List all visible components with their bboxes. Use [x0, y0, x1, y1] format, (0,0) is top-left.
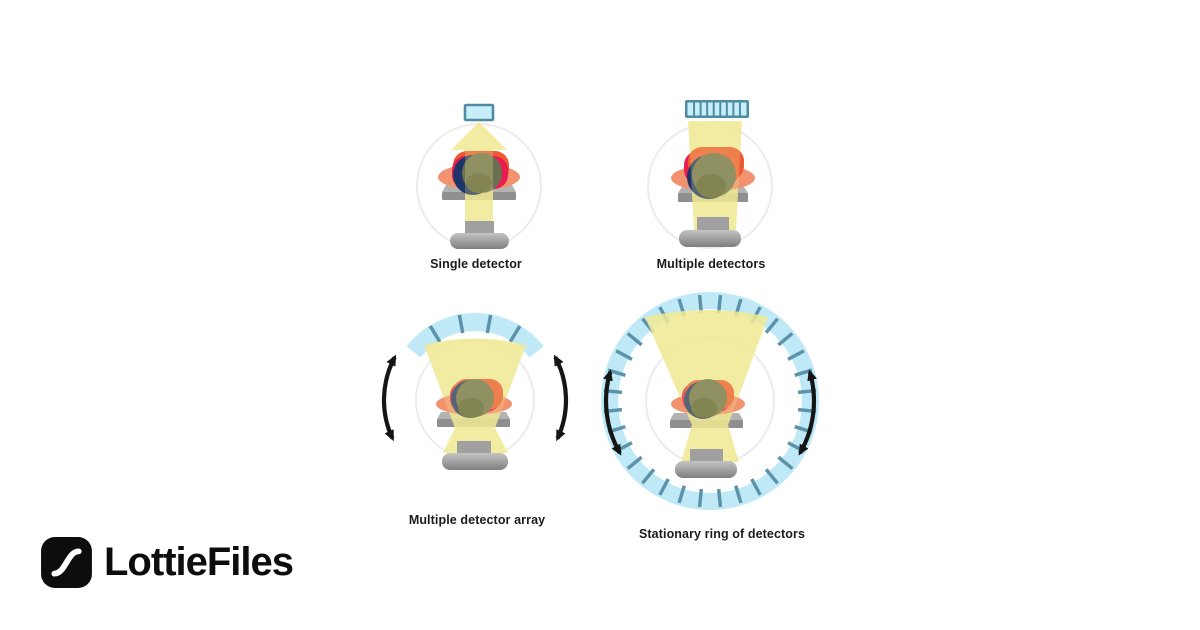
panel-caption-multiple-detector-array: Multiple detector array — [408, 513, 546, 527]
multiple-detectors-diagram — [647, 100, 773, 249]
x-ray-beam-tint — [424, 338, 526, 453]
x-ray-beam-tint — [688, 121, 742, 230]
panel-caption-stationary-ring: Stationary ring of detectors — [638, 527, 806, 541]
x-ray-tube — [442, 441, 508, 470]
single-detector-diagram — [416, 103, 542, 249]
patient — [671, 379, 745, 419]
x-ray-tube — [450, 221, 509, 249]
patient — [438, 151, 520, 195]
lottiefiles-logo: LottieFiles — [40, 536, 294, 589]
x-ray-beam-tint — [451, 122, 507, 221]
single-detector — [463, 103, 495, 122]
detector-arc-dividers — [428, 314, 522, 343]
multiple-detector-array-diagram — [381, 312, 569, 470]
detector-arc — [406, 312, 544, 358]
multi-detector-bar — [685, 100, 749, 118]
rotation-arrow-left — [603, 369, 622, 456]
x-ray-tube — [675, 449, 737, 478]
x-ray-beam-tint — [645, 310, 768, 462]
rotation-arrow-right — [798, 369, 817, 456]
patient — [671, 147, 755, 199]
panel-caption-multiple-detectors: Multiple detectors — [656, 257, 766, 271]
detector-cell-dividers — [693, 102, 741, 116]
patient — [436, 379, 512, 418]
lottie-s-curve-icon — [41, 537, 92, 588]
panel-caption-single-detector: Single detector — [430, 257, 522, 271]
stationary-ring-diagram — [601, 292, 819, 510]
rotation-arrow-right — [553, 354, 569, 442]
lottiefiles-wordmark: LottieFiles — [104, 540, 294, 584]
x-ray-tube — [679, 217, 741, 247]
rotation-arrow-left — [381, 354, 397, 442]
